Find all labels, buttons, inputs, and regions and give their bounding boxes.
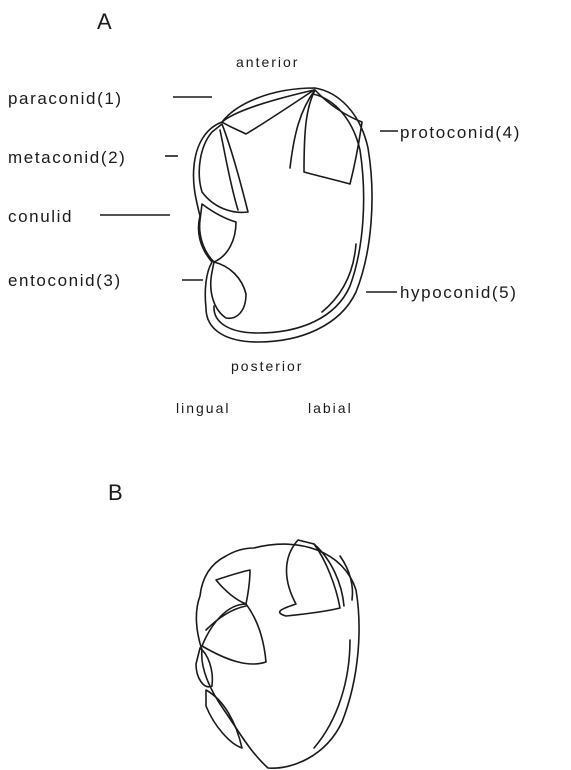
- lingual-label: lingual: [176, 400, 230, 416]
- tooth-b-conulid: [196, 648, 212, 687]
- tooth-a-protoconid-ridge: [290, 90, 315, 168]
- tooth-a-metaconid: [199, 124, 248, 212]
- panel-b-letter: B: [108, 480, 123, 505]
- tooth-b-cusp-labial-ridge: [314, 544, 344, 606]
- panel-a: A anterior posterior lingual labial para…: [8, 9, 521, 416]
- tooth-b-crown-inner: [314, 640, 350, 748]
- paraconid-label: paraconid(1): [8, 89, 123, 108]
- tooth-a-entoconid: [211, 262, 246, 318]
- tooth-a-paraconid: [222, 90, 314, 134]
- posterior-label: posterior: [231, 358, 303, 374]
- tooth-b-cusp-labial: [280, 540, 340, 616]
- protoconid-label: protoconid(4): [400, 123, 521, 142]
- tooth-b-cusp-anterior: [216, 570, 250, 604]
- panel-a-letter: A: [97, 9, 112, 34]
- entoconid-label: entoconid(3): [8, 271, 122, 290]
- tooth-b-cusp-lingual: [202, 604, 266, 664]
- metaconid-label: metaconid(2): [8, 148, 126, 167]
- labial-label: labial: [308, 400, 353, 416]
- conulid-label: conulid: [8, 207, 73, 226]
- anterior-label: anterior: [236, 54, 299, 70]
- tooth-a-outline: [193, 88, 372, 342]
- tooth-b-cusp-posterior: [206, 690, 242, 748]
- hypoconid-label: hypoconid(5): [400, 283, 517, 302]
- panel-b: B: [108, 480, 359, 768]
- tooth-b-outline: [196, 540, 359, 768]
